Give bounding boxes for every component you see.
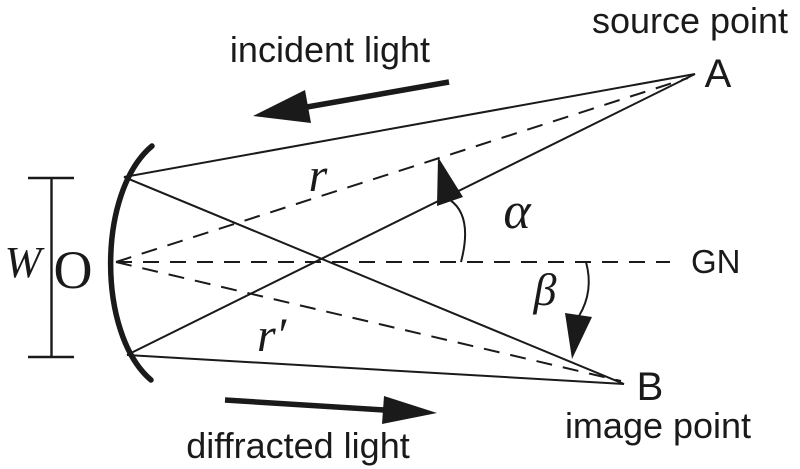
grating-arc — [107, 143, 155, 383]
point-a-label: A — [705, 52, 732, 96]
alpha-arc-curve — [449, 199, 467, 263]
dashed-line-r — [115, 77, 689, 263]
incident-arrow-head-icon — [253, 90, 311, 123]
grating-width-label: W — [5, 238, 45, 287]
angle-arc-beta — [565, 261, 592, 359]
ray-grating-top-to-source — [123, 73, 696, 178]
ray-grating-bottom-to-image — [126, 354, 625, 385]
alpha-angle-label: α — [503, 183, 532, 240]
source-point-label: source point — [592, 0, 788, 41]
grating-center-label: O — [54, 240, 93, 300]
ray-grating-top-to-image — [123, 176, 625, 385]
point-b-label: B — [637, 365, 664, 409]
alpha-arrow-head-icon — [437, 157, 463, 206]
diffracted-light-label: diffracted light — [186, 425, 409, 466]
grating-normal-label: GN — [691, 243, 741, 280]
ray-grating-bottom-to-source — [126, 73, 696, 356]
exit-arm-label: r′ — [257, 309, 288, 362]
beta-arc-curve — [578, 261, 590, 317]
incident-arrow-shaft — [306, 79, 450, 110]
incident-light-arrow — [253, 79, 450, 123]
diffracted-light-arrow — [224, 396, 437, 424]
beta-angle-label: β — [533, 264, 557, 315]
diffracted-arrow-shaft — [224, 397, 385, 413]
incident-light-label: incident light — [230, 29, 430, 70]
width-bracket — [28, 176, 74, 359]
beta-arrow-head-icon — [565, 313, 592, 359]
angle-arc-alpha — [437, 157, 467, 263]
image-point-label: image point — [565, 405, 751, 446]
diffracted-arrow-head-icon — [382, 396, 437, 424]
dashed-line-r-prime — [115, 261, 622, 382]
entrance-arm-label: r — [309, 149, 328, 202]
